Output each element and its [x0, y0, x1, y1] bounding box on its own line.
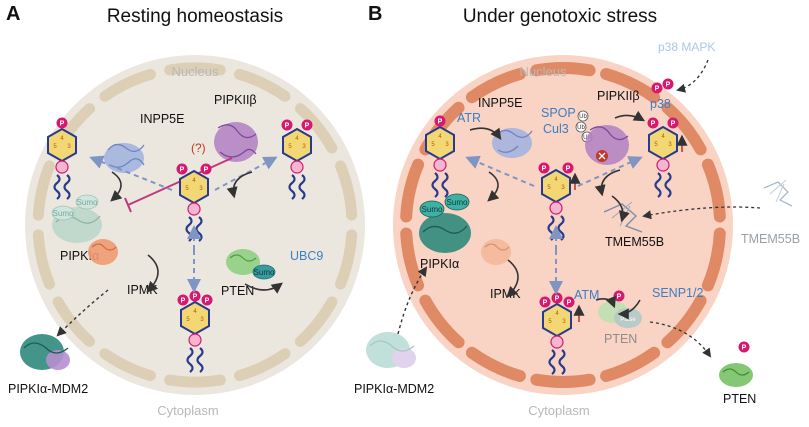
envelope-segment	[32, 229, 55, 290]
envelope-segment	[600, 346, 661, 382]
panel-b-letter: B	[368, 3, 382, 25]
envelope-segment	[530, 373, 596, 388]
tmem55b-label-external: TMEM55B	[741, 232, 800, 246]
envelope-segment	[661, 294, 707, 349]
sumo-label-a1: Sumo	[53, 209, 74, 218]
pten-label-a: PTEN	[221, 284, 254, 298]
panel-a: A Resting homeostasis Nucleus Cytoplasm …	[6, 3, 365, 418]
pipk2b-protein-b	[585, 125, 629, 165]
envelope-segment	[234, 348, 291, 382]
p38-mapk-label: p38 MAPK	[658, 40, 715, 54]
nucleus-label-b: Nucleus	[520, 64, 567, 79]
envelope-segment	[530, 62, 596, 77]
envelope-segment	[99, 68, 156, 102]
question-label: (?)	[191, 141, 206, 155]
atr-label: ATR	[457, 111, 481, 125]
panel-a-letter: A	[6, 3, 20, 25]
pten-protein-a: Sumo	[226, 249, 276, 280]
ubc9-label: UBC9	[290, 249, 323, 263]
inpp5e-protein-b	[492, 128, 533, 158]
ipmk-protein-a	[88, 239, 118, 265]
pipk2b-label-a: PIPKIIβ	[214, 93, 257, 107]
sumo-label-b1: Sumo	[422, 205, 443, 214]
pten-label-cytoplasm: PTEN	[723, 392, 756, 406]
pipk1a-protein-a: Sumo Sumo	[51, 194, 102, 243]
tmem55b-label-nuclear: TMEM55B	[605, 235, 664, 249]
mdm2-export-arrow-a	[56, 289, 109, 337]
pipk1a-protein-b: Sumo Sumo	[419, 193, 471, 253]
cytoplasm-label-a: Cytoplasm	[157, 403, 218, 418]
pipk1a-mdm2-complex-a	[20, 334, 70, 370]
ub-label-2: Ub	[577, 125, 585, 131]
dashed-arrows-b	[465, 155, 643, 295]
nuclear-envelope-a	[32, 62, 358, 388]
atm-label: ATM	[574, 288, 599, 302]
ipmk-protein-b	[481, 239, 511, 265]
inpp5e-label-b: INPP5E	[478, 96, 522, 110]
tmem55b-protein-external	[763, 179, 793, 207]
inpp5e-label-a: INPP5E	[140, 112, 184, 126]
ptase-label: Ptase	[620, 317, 636, 323]
nucleus-label-a: Nucleus	[172, 64, 219, 79]
envelope-segment	[465, 346, 526, 382]
senp12-label: SENP1/2	[652, 286, 703, 300]
sumo-label-b2: Sumo	[447, 198, 468, 207]
envelope-segment	[335, 229, 358, 290]
inpp5e-protein-a	[104, 143, 145, 173]
envelope-segment	[465, 68, 526, 104]
pten-export-arrow	[649, 321, 712, 358]
envelope-segment	[294, 103, 338, 154]
sumo-label-a2: Sumo	[77, 198, 98, 207]
pipk1a-mdm2-label-a: PIPKIα-MDM2	[8, 382, 88, 396]
envelope-segment	[400, 158, 425, 223]
dashed-arrows-a	[89, 155, 278, 293]
p38-label: p38	[650, 97, 671, 111]
mdm2-import-arrow-b	[397, 266, 428, 335]
envelope-segment	[164, 374, 226, 388]
envelope-segment	[419, 294, 465, 349]
panel-b-title: Under genotoxic stress	[463, 6, 657, 27]
pipk1a-label-b: PIPKIα	[420, 257, 459, 271]
ub-label-1: Ub	[579, 114, 587, 120]
p38-mapk-arrow	[676, 59, 709, 93]
envelope-segment	[52, 296, 96, 347]
envelope-segment	[294, 296, 338, 347]
pipk1a-mdm2-complex-b	[366, 332, 416, 368]
envelope-segment	[32, 160, 55, 221]
envelope-segment	[335, 160, 358, 221]
spop-label: SPOP	[541, 106, 576, 120]
sumo-label-a3: Sumo	[254, 268, 275, 277]
envelope-segment	[600, 68, 661, 104]
pipk1a-mdm2-label-b: PIPKIα-MDM2	[354, 382, 434, 396]
envelope-segment	[99, 348, 156, 382]
panel-b: B Under genotoxic stress Nucleus Cytopla…	[354, 3, 800, 418]
envelope-segment	[701, 158, 726, 223]
pten-protein-cytoplasm	[719, 341, 753, 387]
pipk2b-protein-a	[214, 122, 258, 162]
envelope-segment	[661, 101, 707, 156]
tmem55b-import-arrow	[642, 206, 761, 220]
increase-arrows	[569, 134, 688, 322]
panel-a-title: Resting homeostasis	[107, 6, 283, 27]
envelope-segment	[701, 227, 726, 292]
curved-arrows-b	[469, 110, 646, 320]
envelope-segment	[164, 62, 226, 76]
cul3-label: Cul3	[543, 122, 569, 136]
curved-arrows-a	[110, 171, 283, 294]
pten-label-b: PTEN	[604, 332, 637, 346]
cytoplasm-label-b: Cytoplasm	[528, 403, 589, 418]
pipk2b-label-b: PIPKIIβ	[597, 89, 640, 103]
envelope-segment	[234, 68, 291, 102]
ipmk-label-b: IPMK	[490, 287, 521, 301]
